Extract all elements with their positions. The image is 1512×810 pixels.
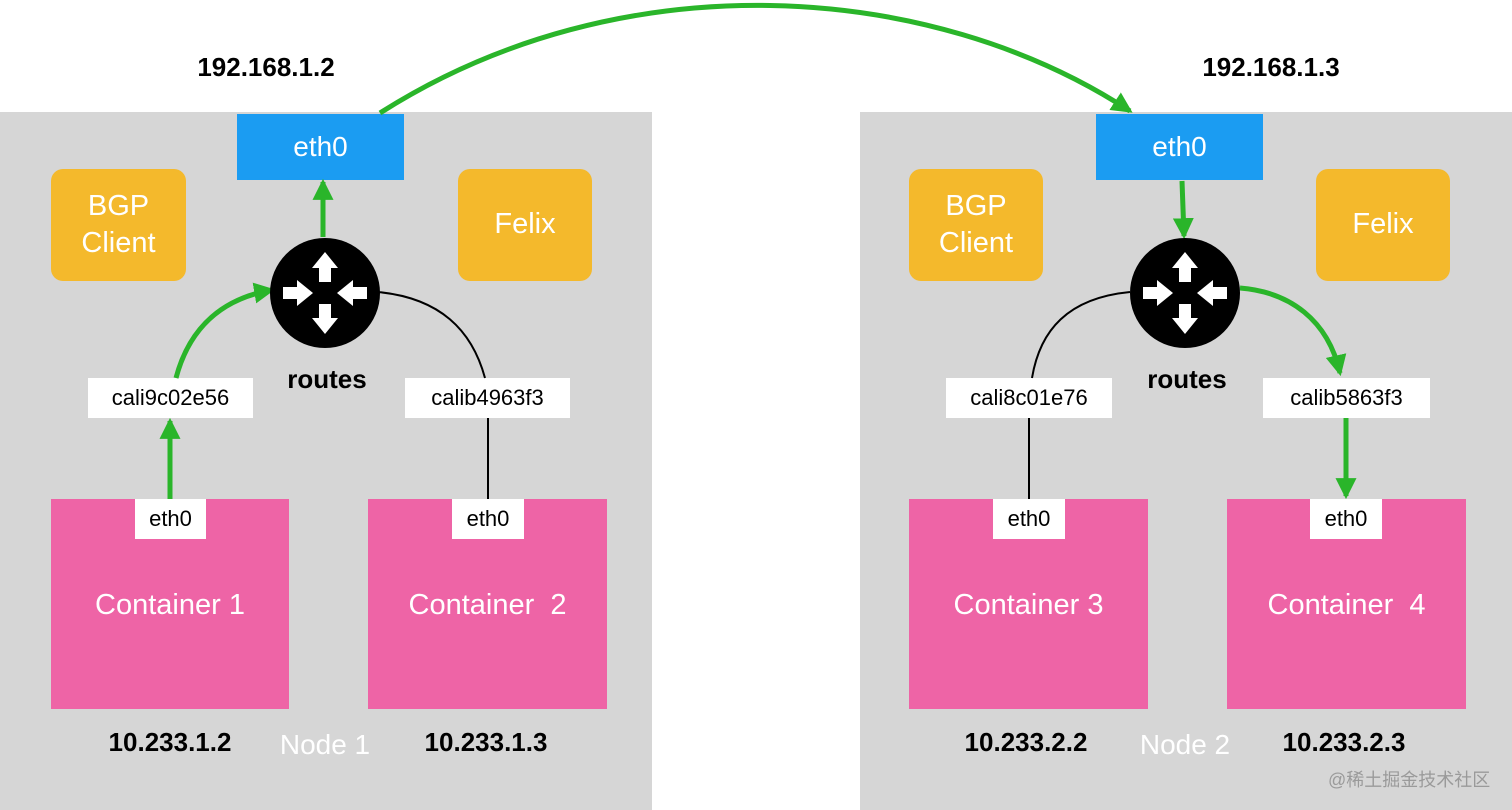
container-3-ip: 10.233.2.2 bbox=[964, 727, 1088, 757]
node-2-host-eth0[interactable]: eth0 bbox=[1096, 114, 1263, 180]
node-2-routes-label: routes bbox=[1147, 364, 1227, 394]
node-1-iface-cali9c02e56[interactable]: cali9c02e56 bbox=[88, 378, 253, 418]
node-1-iface-calib4963f3[interactable]: calib4963f3 bbox=[405, 378, 570, 418]
node-1-bgp-client[interactable]: BGP Client bbox=[51, 169, 186, 281]
node-2-iface-cali8c01e76[interactable]: cali8c01e76 bbox=[946, 378, 1112, 418]
bgp-client-line-1: BGP bbox=[945, 189, 1007, 222]
container-4-ip: 10.233.2.3 bbox=[1282, 727, 1406, 757]
watermark: @稀土掘金技术社区 bbox=[1328, 770, 1491, 790]
node-2-felix[interactable]: Felix bbox=[1316, 169, 1450, 281]
node-1-label: Node 1 bbox=[279, 729, 371, 760]
container-2-eth0[interactable]: eth0 bbox=[452, 499, 524, 539]
node-1-routes-label: routes bbox=[287, 364, 367, 394]
bgp-client-line-2: Client bbox=[81, 227, 156, 259]
bgp-client-line-2: Client bbox=[938, 227, 1014, 259]
bgp-client-line-1: BGP bbox=[87, 189, 150, 222]
node-2-host-ip: 192.168.1.3 bbox=[1202, 52, 1340, 82]
node-1-host-ip: 192.168.1.2 bbox=[197, 52, 335, 82]
container-1-eth0[interactable]: eth0 bbox=[135, 499, 206, 539]
container-2-ip: 10.233.1.3 bbox=[424, 727, 548, 757]
container-1-ip: 10.233.1.2 bbox=[108, 727, 232, 757]
node-2-label: Node 2 bbox=[1139, 729, 1231, 760]
node-2-iface-calib5863f3[interactable]: calib5863f3 bbox=[1263, 378, 1430, 418]
node-1-host-eth0[interactable]: eth0 bbox=[237, 114, 404, 180]
container-3[interactable]: Container 3 bbox=[909, 499, 1148, 709]
arrow-host1-to-host2 bbox=[378, 2, 1133, 116]
node-2-bgp-client[interactable]: BGP Client bbox=[909, 169, 1043, 281]
node-1-felix[interactable]: Felix bbox=[458, 169, 592, 281]
container-4-eth0[interactable]: eth0 bbox=[1310, 499, 1382, 539]
container-3-eth0[interactable]: eth0 bbox=[993, 499, 1065, 539]
